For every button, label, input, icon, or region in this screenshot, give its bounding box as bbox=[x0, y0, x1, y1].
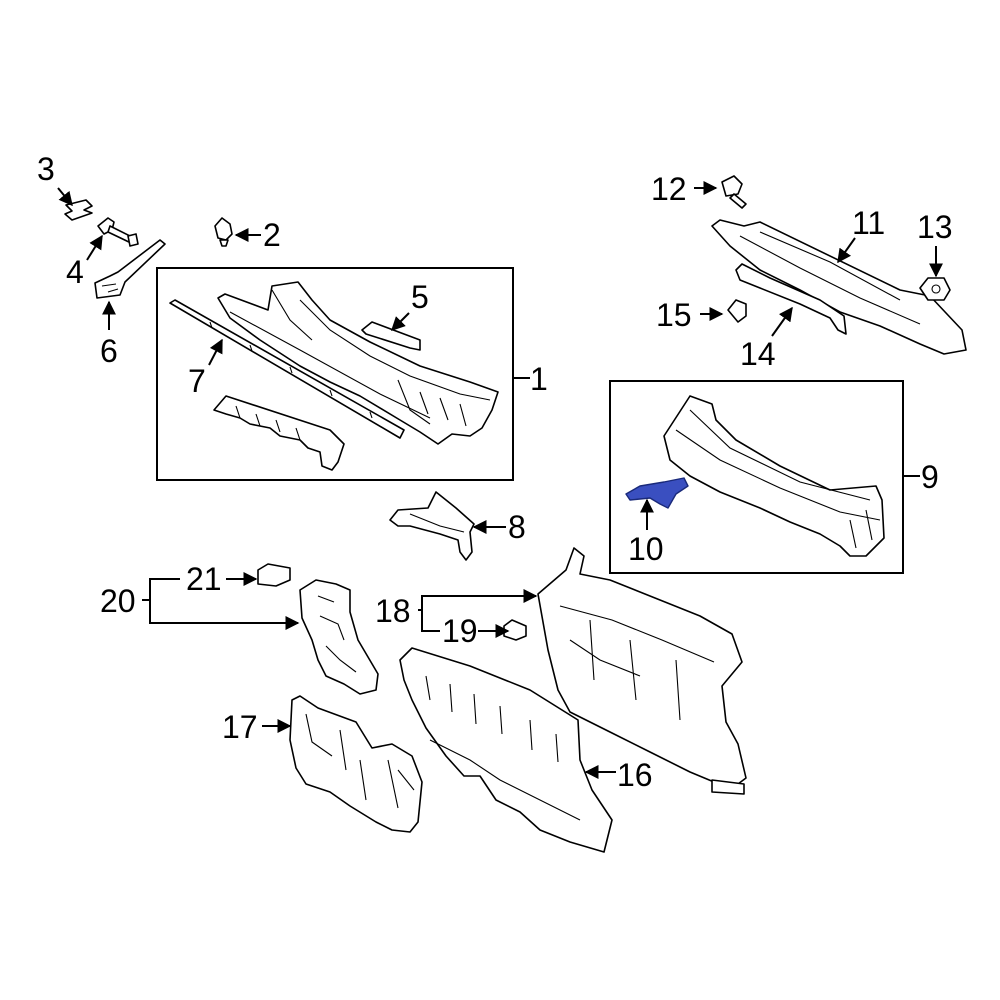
part-5-seal bbox=[361, 321, 421, 351]
part-8-bracket bbox=[389, 491, 475, 561]
part-1-lower-seal bbox=[213, 395, 345, 471]
group-box-1 bbox=[156, 267, 514, 481]
part-17-insulator bbox=[289, 695, 423, 833]
part-16-insulator bbox=[399, 647, 613, 853]
part-7-weatherstrip bbox=[169, 299, 405, 439]
callout-13: 13 bbox=[917, 209, 953, 245]
part-15-clip bbox=[727, 299, 747, 323]
part-13-nut bbox=[919, 277, 951, 301]
callout-16: 16 bbox=[617, 757, 653, 793]
callout-12: 12 bbox=[651, 171, 687, 207]
part-10-highlighted-bracket bbox=[625, 477, 689, 509]
part-11-upper-rail bbox=[711, 219, 967, 355]
callout-7: 7 bbox=[188, 363, 206, 399]
part-14-reinforcement bbox=[735, 263, 847, 335]
callout-15: 15 bbox=[656, 297, 692, 333]
part-6-bracket bbox=[94, 239, 166, 299]
callout-18: 18 bbox=[375, 593, 411, 629]
callout-5: 5 bbox=[411, 279, 429, 315]
callout-9: 9 bbox=[921, 459, 939, 495]
callout-17: 17 bbox=[222, 709, 258, 745]
callout-6: 6 bbox=[100, 333, 118, 369]
highlight-fill bbox=[625, 477, 689, 509]
callout-2: 2 bbox=[263, 217, 281, 253]
leader-lines bbox=[57, 181, 943, 779]
callout-20: 20 bbox=[100, 583, 136, 619]
callout-14: 14 bbox=[740, 336, 776, 372]
group-box-9 bbox=[609, 380, 904, 574]
callout-10: 10 bbox=[628, 531, 664, 567]
part-4-rivet bbox=[97, 217, 139, 247]
callout-8: 8 bbox=[508, 509, 526, 545]
part-3-clip bbox=[64, 199, 93, 221]
part-2-clip bbox=[214, 217, 233, 247]
part-1-cowl-cover bbox=[217, 281, 499, 445]
part-9-cowl-panel bbox=[663, 395, 885, 557]
callout-11: 11 bbox=[852, 205, 885, 241]
callout-21: 21 bbox=[186, 561, 222, 597]
callout-19: 19 bbox=[442, 613, 478, 649]
callout-3: 3 bbox=[37, 151, 55, 187]
part-20-reinforcement bbox=[299, 579, 379, 695]
part-12-bolt bbox=[721, 175, 747, 209]
part-18-dash-panel bbox=[537, 547, 747, 795]
part-21-block bbox=[257, 563, 291, 587]
callout-1: 1 bbox=[530, 361, 548, 397]
callout-4: 4 bbox=[66, 254, 84, 290]
